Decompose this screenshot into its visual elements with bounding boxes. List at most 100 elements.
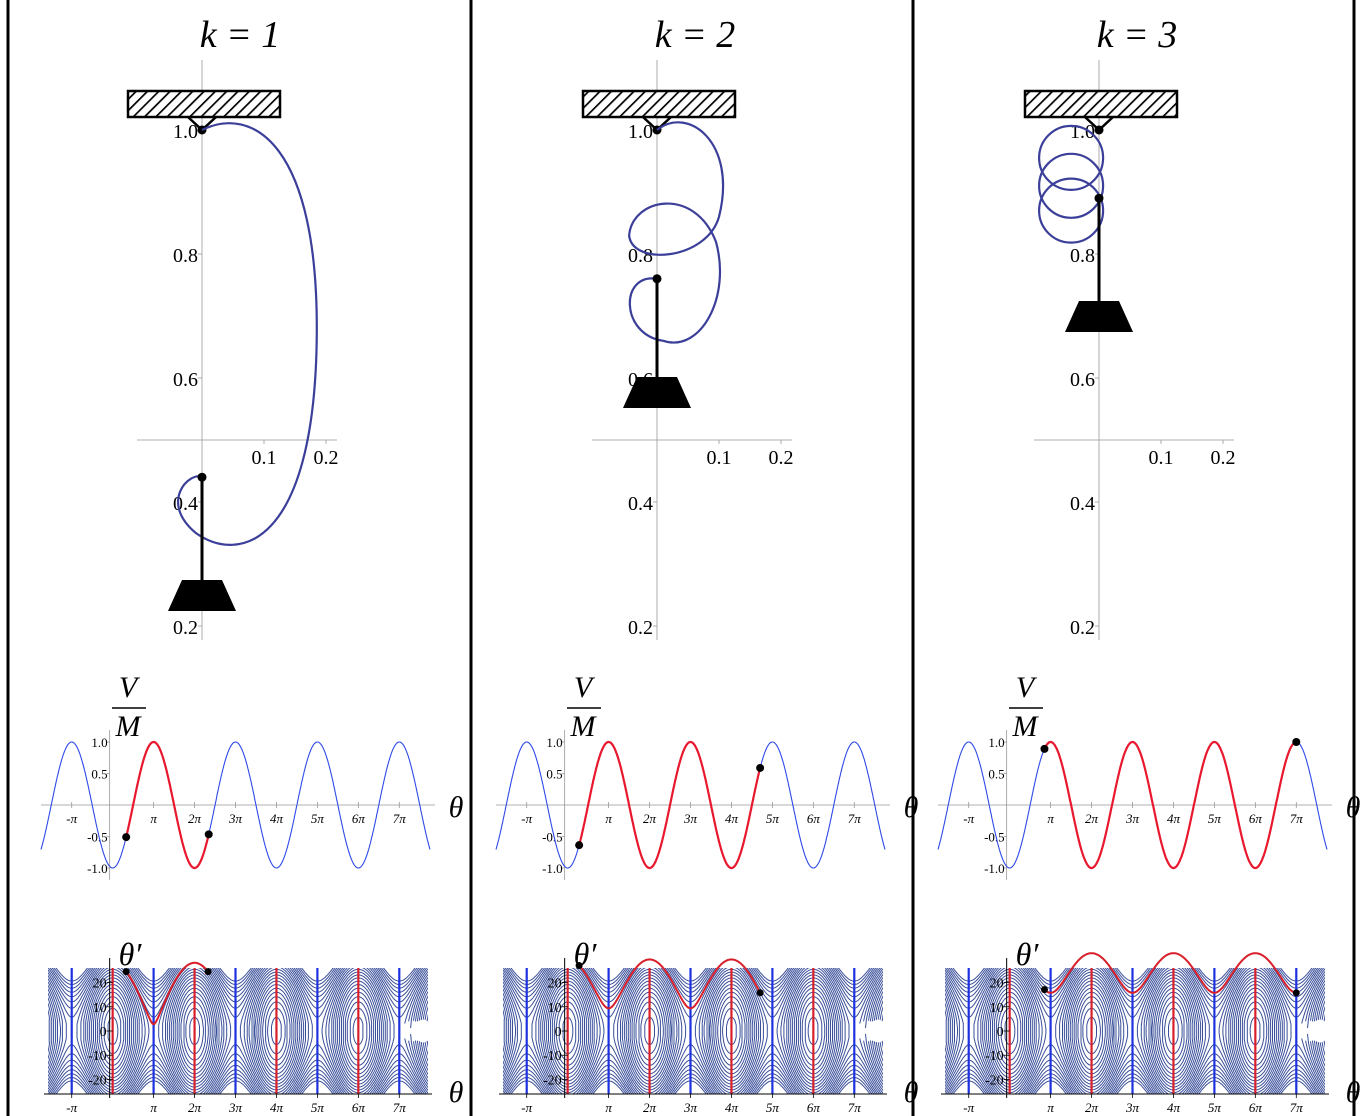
phase-contour [346,1001,371,1061]
phase-contour [262,996,291,1066]
phase-contour [239,968,313,1094]
phase-contour [339,984,378,1078]
phase-contour [342,991,375,1071]
phase-trajectory [1043,952,1297,994]
phase-contour [410,976,428,1086]
phase-contour [48,981,63,1081]
phase-contour [96,991,129,1071]
pendulum-mass [1065,301,1133,332]
phase-contour [1238,987,1273,1075]
phase-x-tick-label: 5π [766,1100,780,1115]
phase-contour [48,984,61,1078]
pendulum-y-tick-label: 1.0 [628,121,653,143]
phase-contour [713,987,750,1075]
phase-y-tick-label: -10 [543,1049,562,1064]
phase-contour [1239,991,1272,1071]
phase-contour [945,1002,950,1060]
phase-x-tick-label: π [1047,1100,1054,1115]
panel-title: k = 1 [200,14,281,56]
phase-contour [185,1007,204,1055]
phase-contour [503,981,518,1081]
phase-y-tick-label: 0 [100,1025,107,1040]
phase-y-tick-label: 10 [990,1001,1004,1016]
phase-contour [429,1018,430,1044]
potential-y-tick-label: 0.5 [91,767,107,782]
phase-contour [349,1007,368,1055]
phase-contour [41,1018,42,1044]
phase-contour [1067,977,1115,1085]
phase-contour [416,986,428,1076]
phase-contour [325,968,391,1094]
phase-contour [706,974,758,1088]
phase-contour [1159,996,1188,1066]
phase-x-tick-label: 7π [848,1100,862,1115]
phase-contour [328,968,388,1094]
pendulum-support [581,89,737,119]
phase-contour [1148,974,1200,1088]
phase-contour [503,992,512,1070]
phase-contour [503,1002,508,1060]
phase-x-tick-label: 2π [188,1100,202,1115]
phase-contour [95,987,130,1075]
potential-x-tick-label: 7π [848,811,862,826]
phase-contour [1310,979,1325,1083]
phase-contour [629,983,670,1079]
pendulum-trajectory-loop [1037,177,1105,244]
phase-contour [267,1007,286,1055]
phase-contour [1319,999,1325,1063]
phase-contour [253,977,301,1085]
phase-contour [1071,983,1112,1079]
phase-contour [638,1001,661,1061]
phase-contour [1222,968,1288,1094]
phase-contour [1136,968,1210,1094]
phase-end-point [756,989,764,997]
pendulum-trajectory [177,122,318,546]
phase-contour [1065,974,1117,1088]
phase-contour [865,976,883,1086]
phase-contour [945,996,952,1066]
phase-contour [1059,968,1125,1094]
pendulum-y-tick-label: 0.6 [1070,369,1095,391]
phase-contour [546,980,589,1082]
pendulum-y-tick-label: 0.6 [173,369,198,391]
phase-end-point [1292,989,1300,997]
phase-contour [709,980,754,1082]
potential-x-tick-label: -π [521,811,532,826]
phase-x-tick-label: 2π [643,1100,657,1115]
potential-y-tick-label: 1.0 [91,735,107,750]
pendulum-x-tick-label: 0.1 [707,447,732,469]
phase-contour [80,968,146,1094]
phase-contour [884,1018,885,1044]
phase-contour [993,991,1026,1071]
phase-contour [984,974,1035,1088]
phase-contour [544,977,591,1085]
potential-y-tick-label: -1.0 [87,861,108,876]
phase-contour [413,979,428,1083]
phase-contour [162,968,228,1094]
pendulum-mass [623,377,691,408]
phase-contour [868,979,883,1083]
phase-contour [711,983,752,1079]
phase-contour [1143,968,1203,1094]
pendulum-y-tick-label: 0.2 [628,617,653,639]
phase-contour [404,970,428,1092]
phase-contour [189,1016,200,1046]
phase-contour [422,999,428,1063]
phase-contour [1086,1016,1097,1046]
phase-contour [548,984,587,1078]
potential-label-denominator: M [570,710,598,743]
phase-contour [550,987,585,1075]
phase-contour [788,974,839,1088]
potential-x-tick-label: 3π [1125,811,1140,826]
potential-x-tick-label: 2π [1085,811,1099,826]
phase-contour [631,987,668,1075]
phase-contour [243,968,309,1094]
phase-contour [623,974,675,1088]
potential-y-tick-label: -0.5 [542,830,563,845]
phase-contour [1218,968,1292,1094]
phase-contour [503,988,513,1074]
potential-theta-label: θ [449,791,464,824]
phase-contour [1162,1001,1185,1061]
phase-contour [503,977,522,1085]
